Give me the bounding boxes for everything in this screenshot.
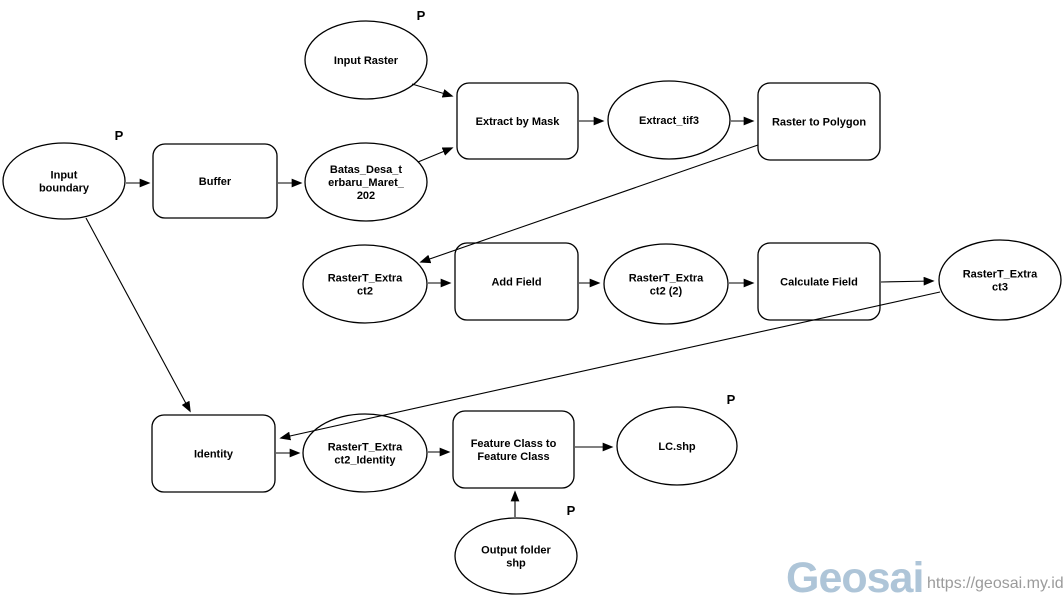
- extract-by-mask-label: Extract by Mask: [476, 116, 561, 128]
- lc-shp-data-shape: [616, 406, 738, 486]
- identity-label: Identity: [194, 449, 234, 461]
- rastert-extract2-identity-data-shape: [302, 413, 428, 493]
- identity-tool-shape: [151, 414, 276, 493]
- calculate-field[interactable]: Calculate Field: [757, 242, 881, 321]
- input-raster[interactable]: Input Raster P: [304, 8, 428, 100]
- input-boundary-data-shape: [2, 142, 126, 220]
- batas-desa-to-extract-by-mask-connector: [417, 147, 454, 163]
- input-raster-parameter-badge: P: [417, 8, 426, 23]
- add-field-label: Add Field: [491, 277, 541, 289]
- raster-to-polygon-to-rastert-extract2-connector: [419, 144, 759, 264]
- rastert-extract3-to-identity-connector: [279, 291, 941, 441]
- geosai-logo: Geosai: [786, 554, 923, 599]
- watermark: Geosai https://geosai.my.id: [786, 554, 1063, 599]
- batas-desa-terbaru-maret-202-data-shape: [304, 142, 428, 222]
- buffer-tool-shape: [152, 143, 278, 219]
- input-raster-to-extract-by-mask-connector: [411, 83, 454, 98]
- identity[interactable]: Identity: [151, 414, 276, 493]
- raster-to-polygon[interactable]: Raster to Polygon: [757, 82, 881, 161]
- extract-tif3[interactable]: Extract_tif3: [607, 80, 731, 160]
- extract-by-mask-tool-shape: [456, 82, 579, 160]
- lc-shp[interactable]: LC.shp P: [616, 392, 738, 486]
- rastert-extract2-data-shape: [302, 244, 428, 324]
- input-raster-label: Input Raster: [334, 55, 399, 67]
- buffer-label: Buffer: [199, 176, 232, 188]
- calculate-field-tool-shape: [757, 242, 881, 321]
- input-boundary-parameter-badge: P: [115, 128, 124, 143]
- extract-by-mask[interactable]: Extract by Mask: [456, 82, 579, 160]
- add-field[interactable]: Add Field: [454, 242, 579, 321]
- output-folder-shp-parameter-badge: P: [567, 503, 576, 518]
- raster-to-polygon-label: Raster to Polygon: [772, 117, 866, 129]
- lc-shp-parameter-badge: P: [727, 392, 736, 407]
- geosai-url: https://geosai.my.id: [927, 575, 1063, 592]
- extract-tif3-label: Extract_tif3: [639, 115, 699, 127]
- feature-class-to-feature-class-tool-shape: [452, 410, 575, 489]
- connectors-layer: [85, 83, 941, 517]
- extract-tif3-data-shape: [607, 80, 731, 160]
- calculate-field-to-rastert-extract3-connector: [880, 276, 935, 286]
- raster-to-polygon-tool-shape: [757, 82, 881, 161]
- calculate-field-label: Calculate Field: [780, 277, 858, 289]
- input-boundary-to-identity-connector: [85, 217, 191, 413]
- rastert-extract3-data-shape: [938, 239, 1062, 321]
- add-field-tool-shape: [454, 242, 579, 321]
- output-folder-shp-data-shape: [454, 517, 578, 595]
- rastert-extract2-2-data-shape: [603, 243, 729, 325]
- input-raster-data-shape: [304, 20, 428, 100]
- lc-shp-label: LC.shp: [658, 441, 696, 453]
- buffer[interactable]: Buffer: [152, 143, 278, 219]
